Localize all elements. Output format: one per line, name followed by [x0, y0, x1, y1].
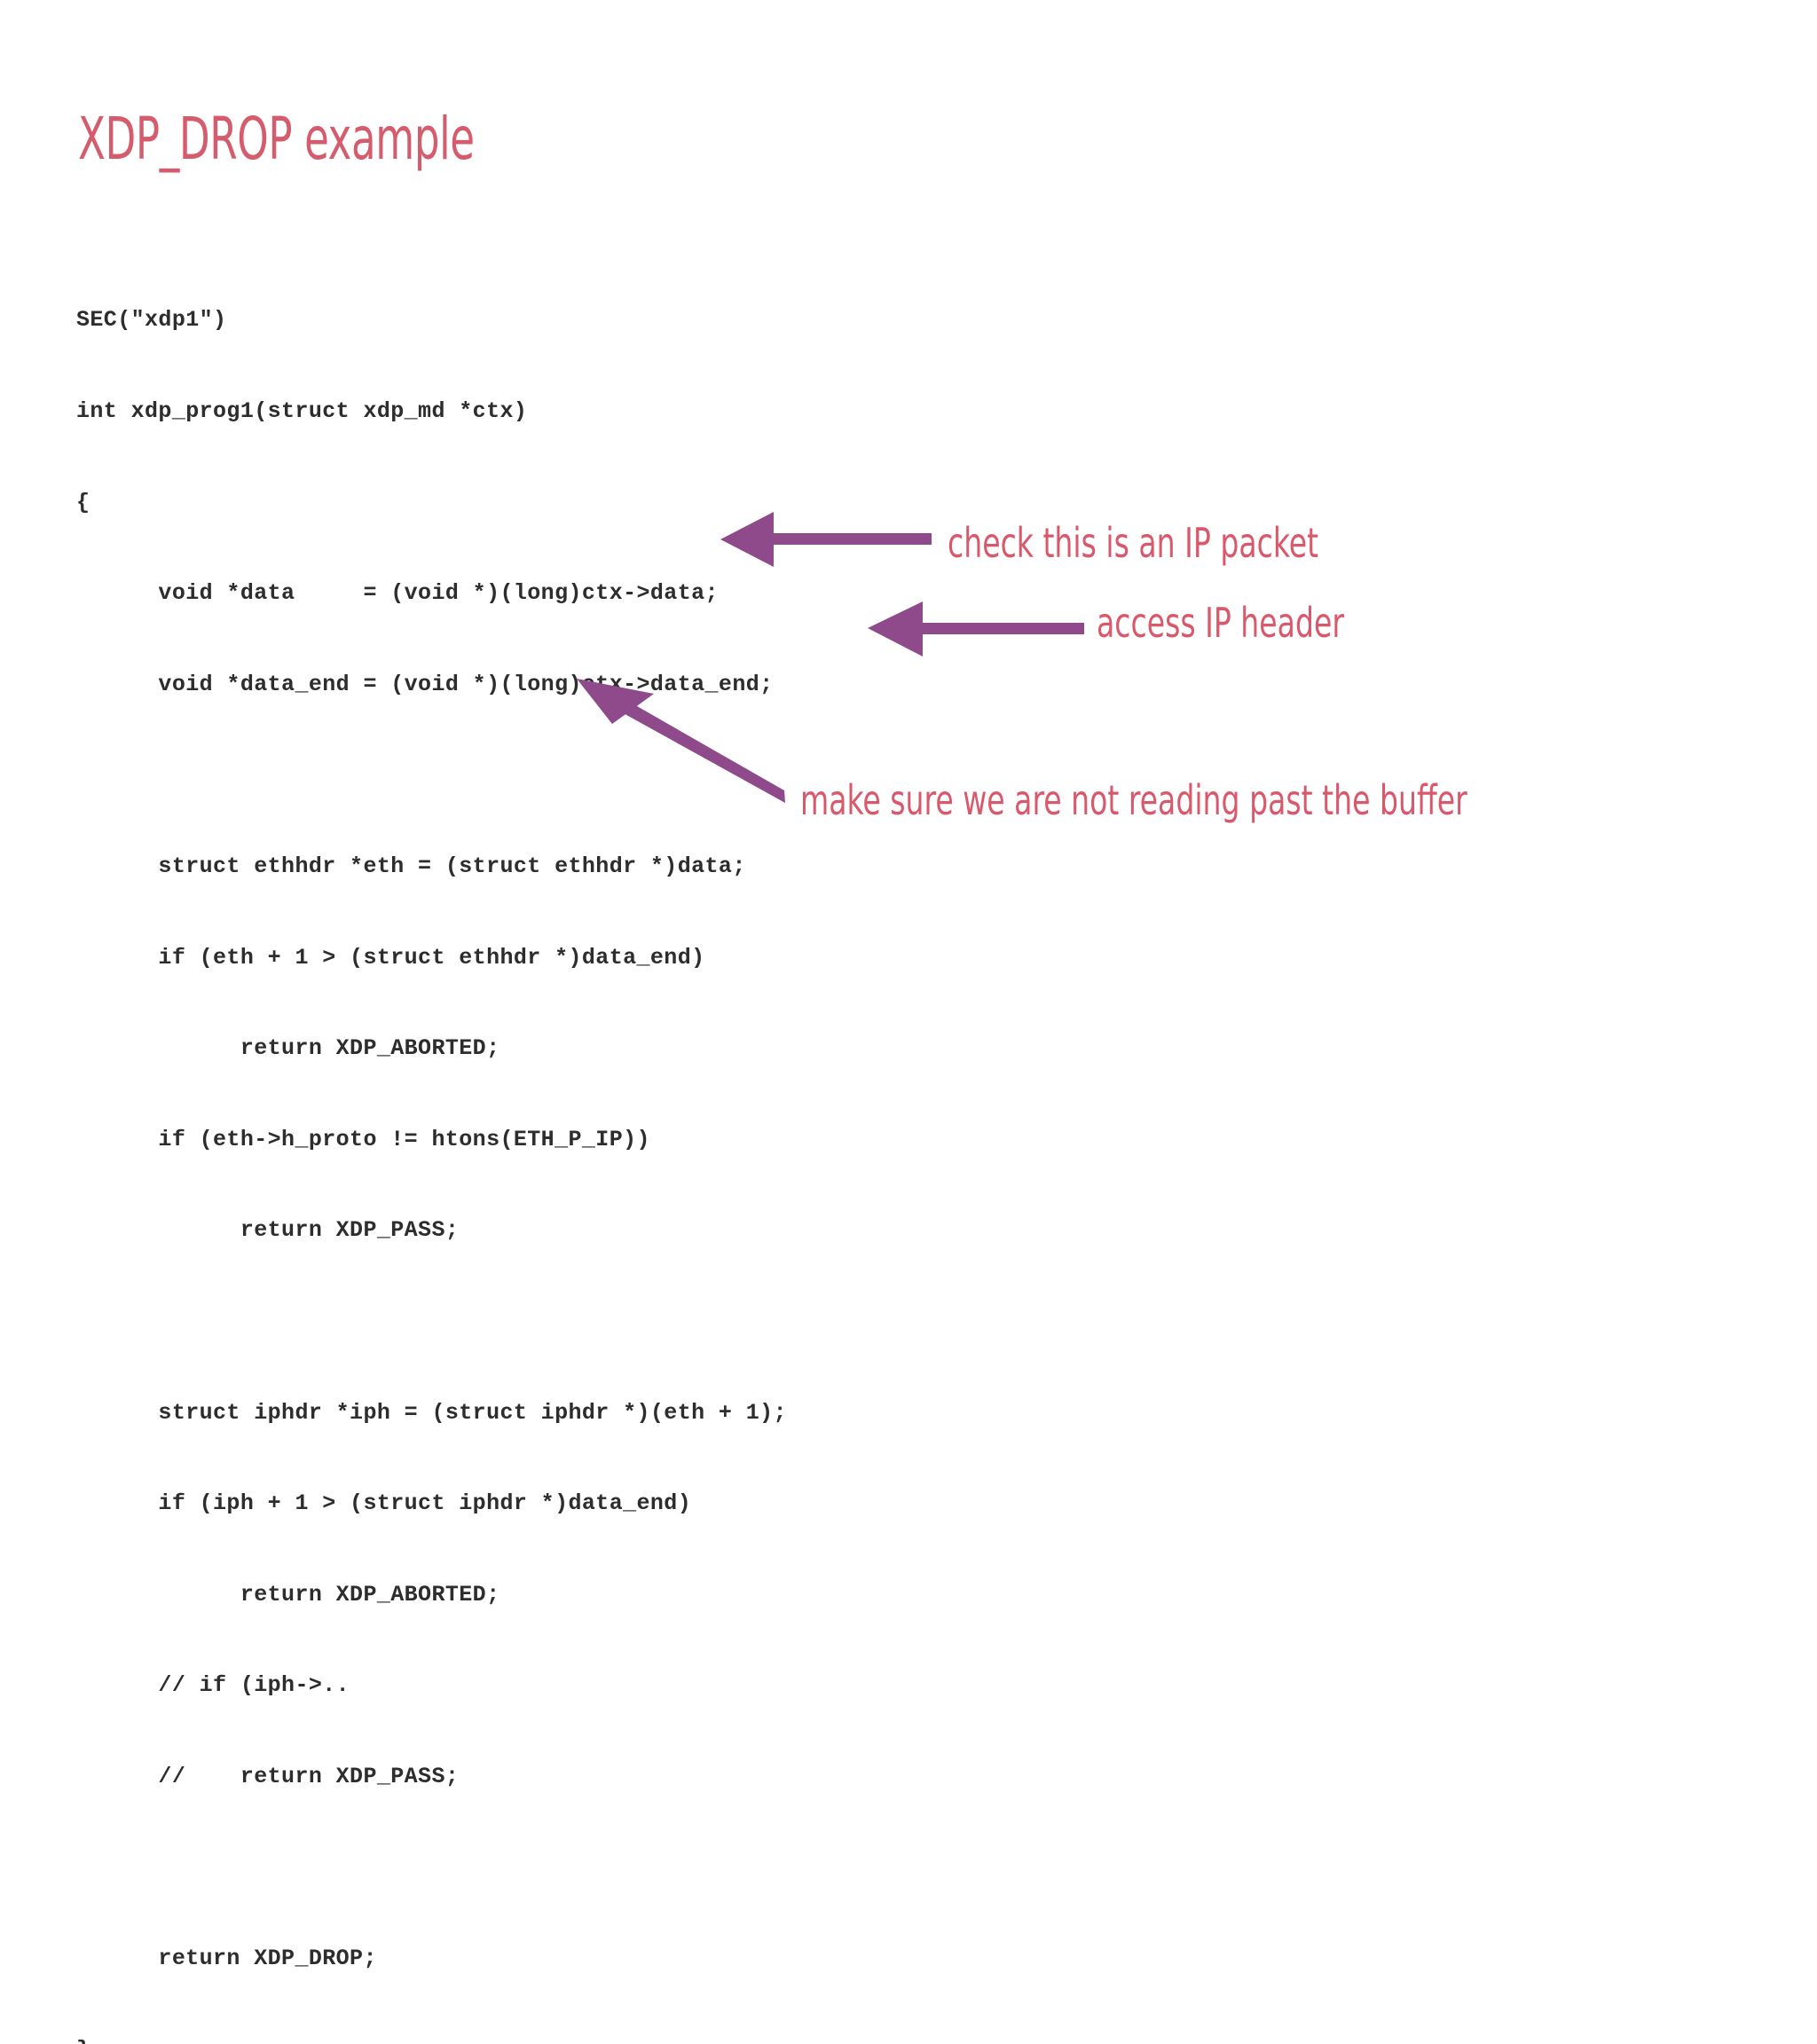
- page-title: XDP_DROP example: [78, 105, 475, 173]
- code-line: if (eth->h_proto != htons(ETH_P_IP)): [76, 1126, 650, 1152]
- code-line: {: [76, 489, 90, 515]
- code-line: [76, 1853, 787, 1883]
- code-line: return XDP_DROP;: [76, 1946, 377, 1972]
- code-block: SEC("xdp1") int xdp_prog1(struct xdp_md …: [76, 245, 787, 2044]
- code-line: SEC("xdp1"): [76, 307, 227, 334]
- code-line: return XDP_PASS;: [76, 1217, 460, 1244]
- annotation-label-access-ip-header: access IP header: [1097, 599, 1344, 647]
- code-line: // if (iph->..: [76, 1672, 350, 1699]
- annotation-label-check-ip-packet: check this is an IP packet: [948, 519, 1319, 567]
- annotation-label-buffer-bounds: make sure we are not reading past the bu…: [800, 776, 1467, 824]
- code-line: if (iph + 1 > (struct iphdr *)data_end): [76, 1490, 692, 1517]
- code-line: }: [76, 2035, 787, 2044]
- code-line: void *data = (void *)(long)ctx->data;: [76, 580, 719, 607]
- code-line: struct ethhdr *eth = (struct ethhdr *)da…: [76, 853, 746, 879]
- code-line: return XDP_ABORTED;: [76, 1581, 500, 1608]
- slide-canvas: XDP_DROP example SEC("xdp1") int xdp_pro…: [76, 105, 1467, 2044]
- code-line: [76, 760, 787, 790]
- code-line: // return XDP_PASS;: [76, 1763, 460, 1789]
- annotation-arrow-left-icon: [868, 601, 1084, 656]
- code-line: int xdp_prog1(struct xdp_md *ctx): [76, 398, 528, 424]
- code-line: if (eth + 1 > (struct ethhdr *)data_end): [76, 944, 705, 971]
- code-line: void *data_end = (void *)(long)ctx->data…: [76, 671, 774, 697]
- code-line: struct iphdr *iph = (struct iphdr *)(eth…: [76, 1399, 787, 1426]
- code-line: return XDP_ABORTED;: [76, 1035, 500, 1062]
- code-line: [76, 1307, 787, 1337]
